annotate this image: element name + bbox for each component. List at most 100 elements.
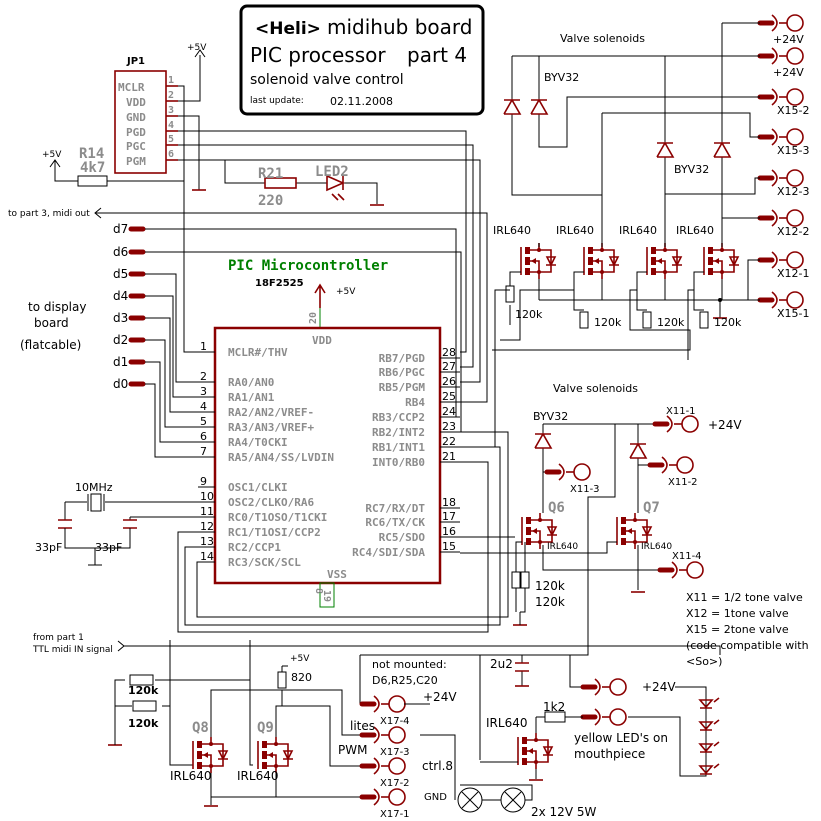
connector-x11-4 (657, 561, 704, 579)
channel (522, 747, 527, 755)
fet-arrow (714, 258, 719, 264)
connector-label: X11-1 (666, 406, 696, 417)
channel (262, 741, 267, 748)
resistor-120k (520, 571, 530, 589)
wire (210, 689, 360, 805)
vss-pin-number: 19 (321, 590, 332, 602)
supply-label: +24V (708, 418, 742, 432)
supply-label: +5V (187, 43, 207, 53)
node (534, 760, 538, 764)
node (537, 270, 541, 274)
jp1-pin-name: GND (126, 111, 146, 124)
cap-label: 33pF (35, 541, 62, 554)
channel (262, 762, 267, 769)
q6-label: Q6 (548, 500, 565, 516)
mcu-pin-number: 18 (442, 496, 456, 509)
resistor-label: 120k (714, 316, 742, 329)
channel (651, 257, 656, 265)
mcu-pin-name: RB1/INT1 (372, 441, 425, 454)
diode-label: BYV32 (544, 71, 579, 84)
title-update-date: 02.11.2008 (330, 95, 393, 108)
mosfet-q6 (521, 513, 558, 549)
fet-label: IRL640 (486, 716, 527, 730)
wire (54, 160, 184, 182)
resistor-120k (642, 311, 652, 329)
connector-socket (373, 757, 380, 775)
connector-terminal (786, 209, 804, 227)
channel (708, 257, 713, 265)
connector-label: X12-1 (777, 267, 810, 280)
connector-label: X15-1 (777, 307, 810, 320)
data-wire (145, 339, 215, 428)
q9-label: Q9 (257, 720, 274, 736)
crystal (90, 493, 102, 512)
node (720, 248, 724, 252)
fet-label: IRL640 (170, 769, 211, 783)
body-diode (542, 746, 554, 757)
connector-label: X11-2 (668, 477, 698, 488)
diode-label: BYV32 (533, 410, 568, 423)
not-mounted-note: D6,R25,C20 (372, 674, 438, 687)
cap-label: 33pF (95, 541, 122, 554)
supply-label: +5V (336, 287, 356, 297)
node (537, 248, 541, 252)
lamps-label: 2x 12V 5W (531, 805, 596, 819)
wire (117, 640, 721, 655)
channel (708, 268, 713, 275)
body-diode (545, 256, 557, 267)
resistor-label: 120k (128, 717, 159, 730)
connector-x17-3 (359, 726, 406, 744)
not-mounted-note: not mounted: (372, 658, 447, 671)
connector-terminal (573, 463, 591, 481)
node (534, 738, 538, 742)
connector-0 (757, 14, 804, 32)
connector-x17-1 (359, 788, 406, 806)
jp1-pin-name: PGD (126, 126, 146, 139)
connector-label: X17-4 (380, 716, 410, 727)
mcu-pin-number: 21 (442, 450, 456, 463)
r21-value: 220 (258, 193, 283, 209)
title-subtitle: solenoid valve control (250, 72, 404, 88)
fet-arrow (268, 752, 273, 758)
connector-led-signal (580, 708, 627, 726)
connector-socket (373, 788, 380, 806)
led2-icon (326, 174, 345, 192)
channel (525, 247, 530, 254)
signal-label: +24V (423, 690, 457, 704)
connector-socket (771, 169, 778, 187)
legend-line: X11 = 1/2 tone valve (686, 591, 803, 604)
solenoids-heading: Valve solenoids (560, 32, 645, 45)
title-board: midihub board (327, 15, 472, 39)
mcu-pin-name: RB4 (405, 396, 425, 409)
wire (492, 289, 694, 447)
mcu-pin-name: RB7/PGD (379, 352, 426, 365)
wire (178, 159, 481, 383)
connector-4 (757, 169, 804, 187)
led-note: mouthpiece (574, 747, 645, 761)
fet-arrow (532, 528, 537, 534)
channel (262, 751, 267, 759)
node (274, 742, 278, 746)
supply-arrow-icon (194, 49, 206, 58)
title-part: part 4 (407, 43, 467, 67)
wire (515, 588, 526, 613)
diode-label: BYV32 (674, 163, 709, 176)
mcu-pin-name: RB2/INT2 (372, 426, 425, 439)
resistor-120k (699, 311, 709, 329)
connector-socket (771, 251, 778, 269)
jp1-header (114, 70, 167, 174)
data-line-label: d6 (113, 245, 128, 259)
channel (588, 247, 593, 254)
mcu-pin-name: RA3/AN3/VREF+ (228, 421, 314, 434)
body-diode (641, 526, 653, 537)
mosfet-q8 (192, 737, 229, 773)
mcu-pin-number: 28 (442, 346, 456, 359)
connector-socket (771, 291, 778, 309)
connector-x11-3 (544, 463, 591, 481)
node (633, 518, 637, 522)
jp1-pin-number: 2 (168, 90, 174, 101)
lamp-icon (457, 787, 483, 813)
mcu-pin-name: OSC1/CLKI (228, 481, 288, 494)
fet-arrow (594, 258, 599, 264)
